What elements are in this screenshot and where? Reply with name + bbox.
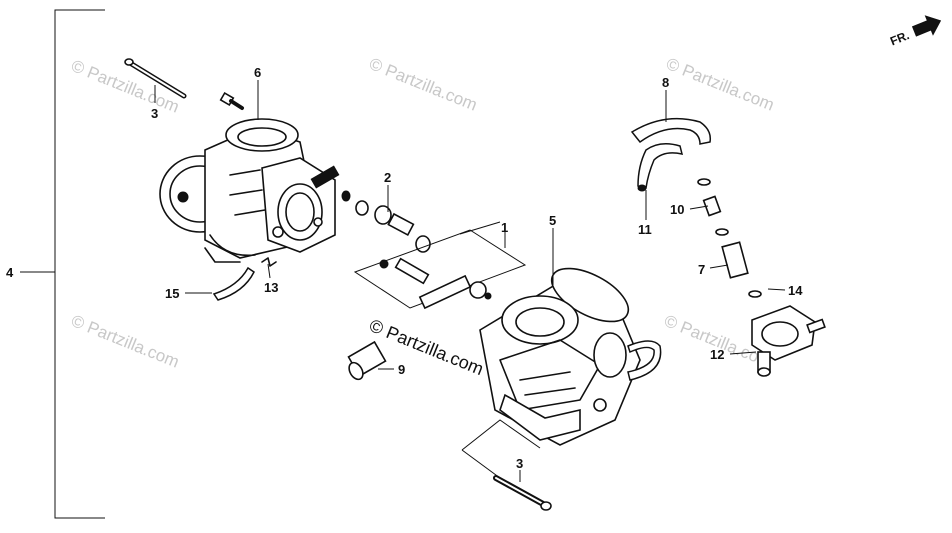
- small-parts-2: [341, 190, 431, 253]
- watermark-bottom-left: © Partzilla.com: [69, 311, 182, 372]
- callout-5: 5: [549, 213, 556, 228]
- callout-7: 7: [698, 262, 705, 277]
- callout-3-bottom: 3: [516, 456, 523, 471]
- callout-6: 6: [254, 65, 261, 80]
- front-label: FR.: [888, 28, 911, 48]
- front-direction-arrow: FR.: [888, 15, 942, 48]
- watermark-top-right: © Partzilla.com: [664, 54, 777, 115]
- callout-9: 9: [398, 362, 405, 377]
- clip-13: [261, 257, 277, 267]
- callout-2: 2: [384, 170, 391, 185]
- leader-lines: [154, 80, 786, 482]
- joint-pipe-set: [353, 221, 527, 310]
- callout-4: 4: [6, 265, 14, 280]
- carburetor-right: [479, 267, 662, 446]
- callout-10: 10: [670, 202, 684, 217]
- lower-bracket: [461, 419, 541, 479]
- small-parts-right: [697, 178, 762, 298]
- screw-top: [124, 58, 187, 99]
- callout-11: 11: [638, 222, 652, 237]
- callout-14: 14: [788, 283, 803, 298]
- callout-13: 13: [264, 280, 278, 295]
- assembly-bracket: [20, 9, 105, 519]
- callout-3-top: 3: [151, 106, 158, 121]
- callout-1: 1: [501, 220, 508, 235]
- watermark-top-center: © Partzilla.com: [367, 54, 480, 115]
- carburetor-left: [159, 118, 340, 263]
- callout-15: 15: [165, 286, 179, 301]
- callout-8: 8: [662, 75, 669, 90]
- drain-hose-left: [212, 266, 255, 301]
- screw-bottom: [493, 475, 552, 511]
- fuel-filter-12: [751, 305, 826, 377]
- tube-9: [347, 340, 387, 381]
- watermark-center: © Partzilla.com: [367, 315, 487, 379]
- fuel-hose: [630, 117, 712, 192]
- callouts: 1 2 3 3 4 5 6 7 8 9 10 11 12 13 14 15: [6, 65, 803, 471]
- callout-12: 12: [710, 347, 724, 362]
- small-bolt: [219, 91, 244, 110]
